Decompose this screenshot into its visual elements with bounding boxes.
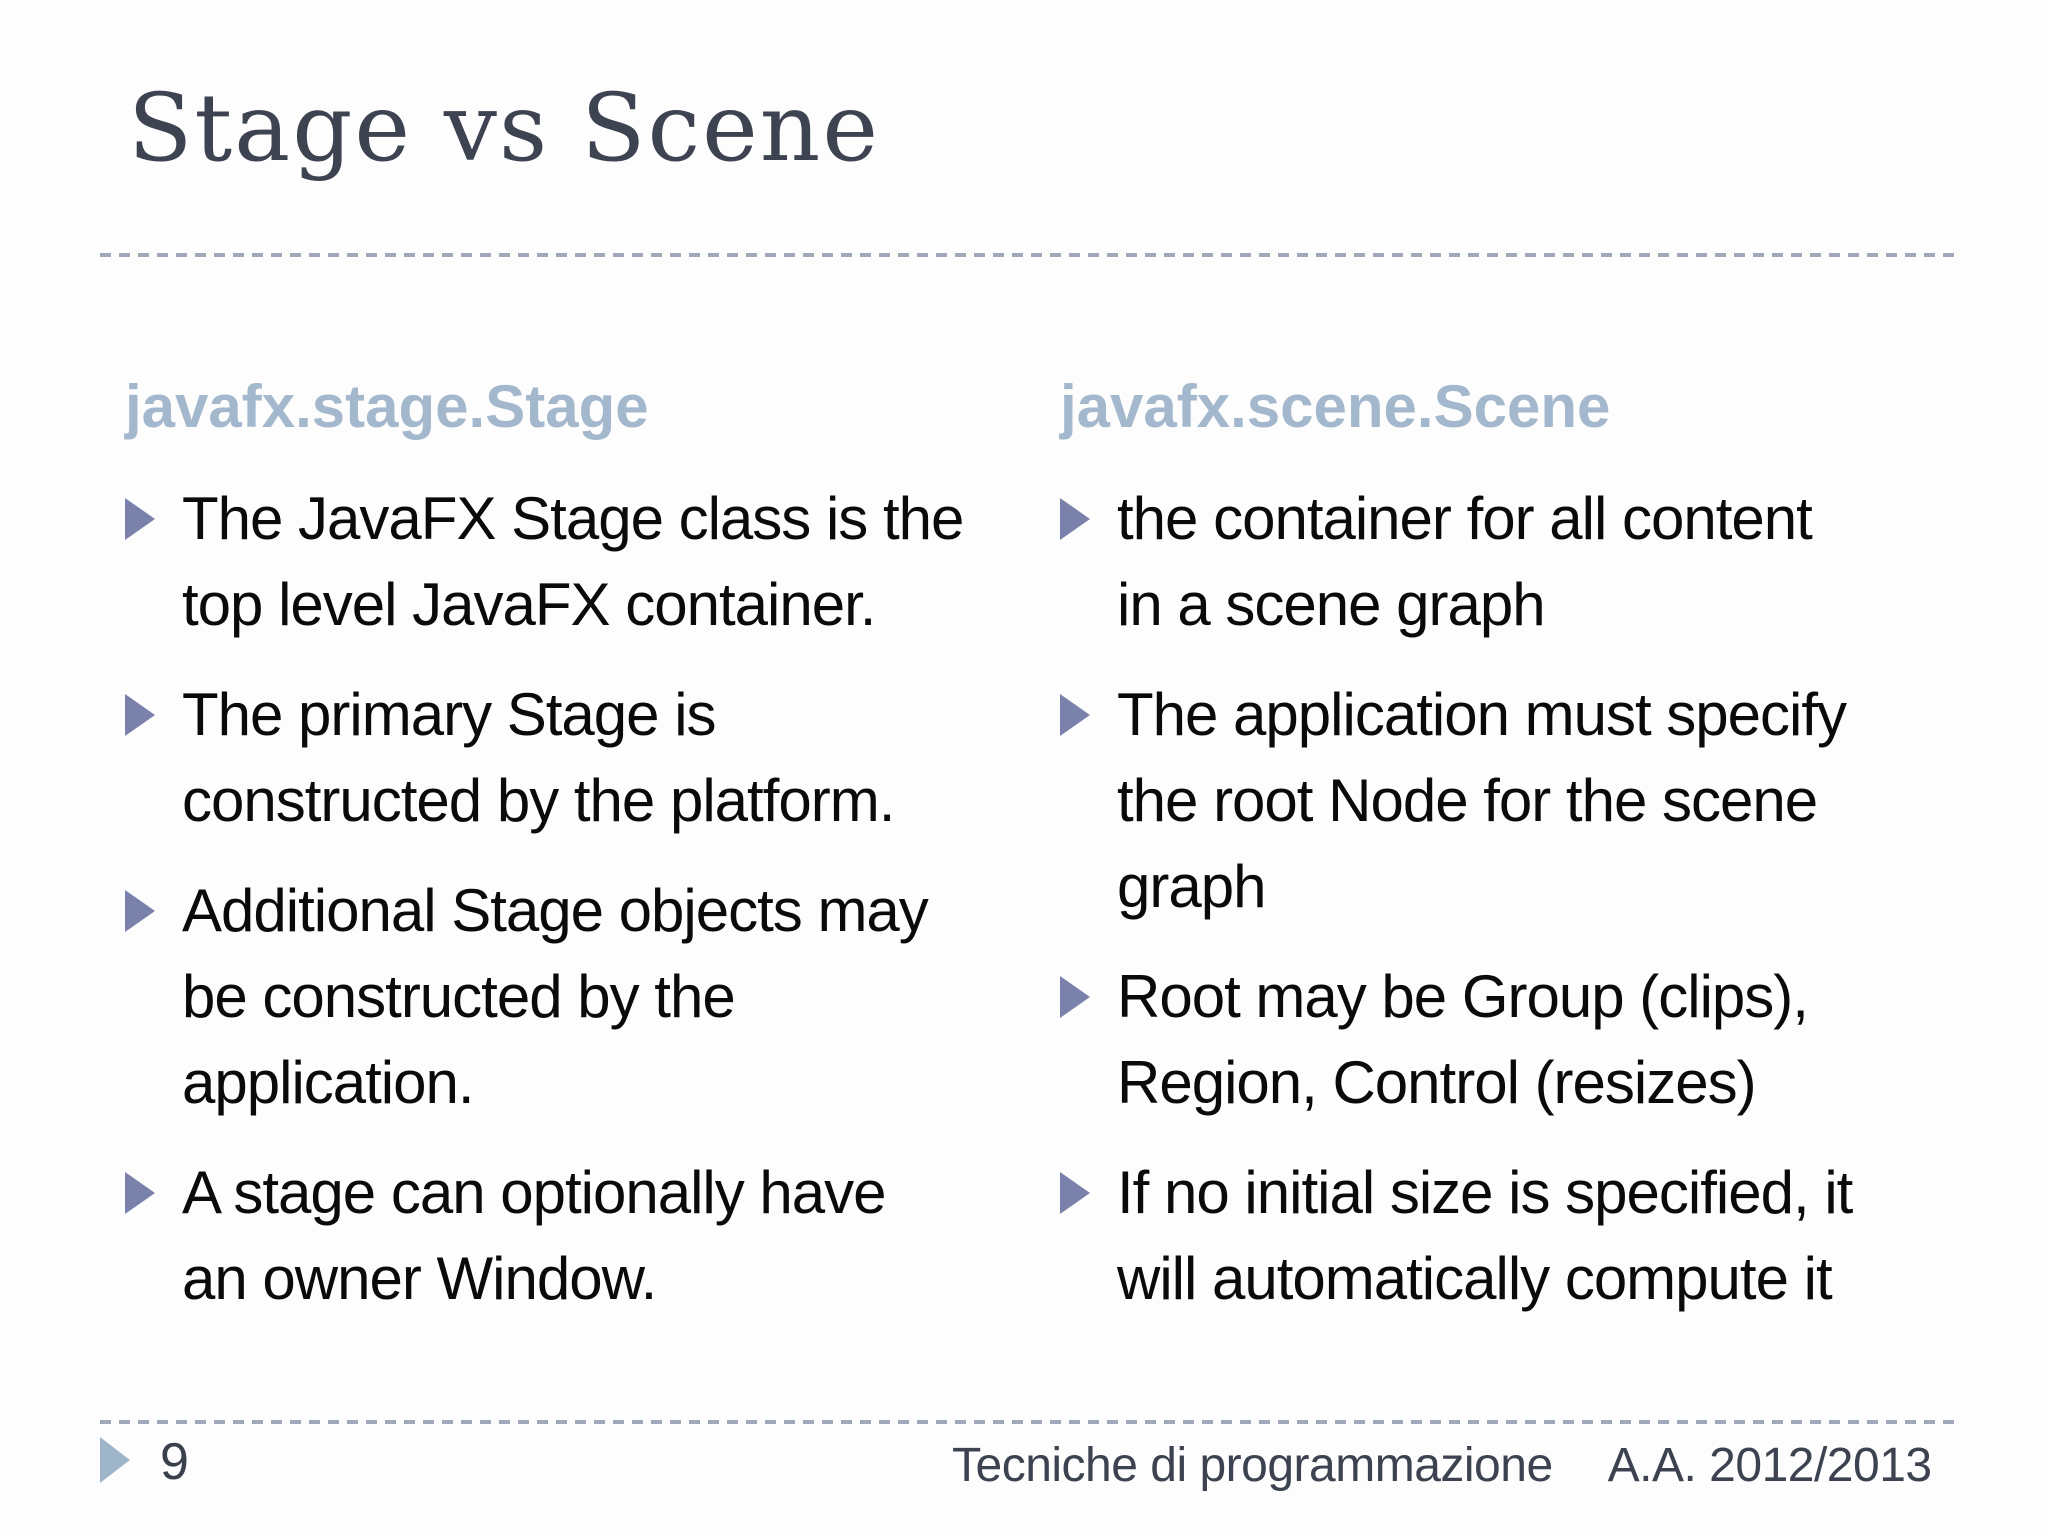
bullet-text: A stage can optionally have an owner Win… xyxy=(182,1159,887,1312)
column-stage: javafx.stage.Stage The JavaFX Stage clas… xyxy=(125,372,1010,1346)
bullet-text: the container for all content in a scene… xyxy=(1117,485,1813,638)
page-marker-triangle-icon xyxy=(100,1437,130,1483)
page-number: 9 xyxy=(160,1433,189,1491)
list-item: Additional Stage objects may be construc… xyxy=(125,868,1010,1126)
scene-bullet-list: the container for all content in a scene… xyxy=(1060,476,1988,1322)
bullet-text: Root may be Group (clips), Region, Contr… xyxy=(1117,963,1809,1116)
bullet-text: The application must specify the root No… xyxy=(1117,681,1847,920)
bullet-triangle-icon xyxy=(125,1172,155,1214)
list-item: Root may be Group (clips), Region, Contr… xyxy=(1060,954,1988,1126)
list-item: the container for all content in a scene… xyxy=(1060,476,1988,648)
bullet-triangle-icon xyxy=(1060,498,1090,540)
bullet-triangle-icon xyxy=(1060,976,1090,1018)
bullet-triangle-icon xyxy=(125,694,155,736)
stage-bullet-list: The JavaFX Stage class is the top level … xyxy=(125,476,1010,1322)
list-item: The application must specify the root No… xyxy=(1060,672,1988,930)
bullet-triangle-icon xyxy=(125,498,155,540)
footer-divider xyxy=(100,1420,1960,1424)
bullet-text: Additional Stage objects may be construc… xyxy=(182,877,929,1116)
footer: Tecniche di programmazione A.A. 2012/201… xyxy=(952,1438,1932,1493)
title-divider xyxy=(100,253,1960,257)
bullet-text: If no initial size is specified, it will… xyxy=(1117,1159,1853,1312)
bullet-text: The primary Stage is constructed by the … xyxy=(182,681,895,834)
column-scene-header: javafx.scene.Scene xyxy=(1060,373,1611,440)
content-columns: javafx.stage.Stage The JavaFX Stage clas… xyxy=(125,372,1988,1346)
list-item: The primary Stage is constructed by the … xyxy=(125,672,1010,844)
footer-year: A.A. 2012/2013 xyxy=(1607,1439,1932,1492)
column-scene: javafx.scene.Scene the container for all… xyxy=(1060,372,1988,1346)
footer-course: Tecniche di programmazione xyxy=(952,1439,1553,1492)
page-title: Stage vs Scene xyxy=(128,74,880,183)
list-item: If no initial size is specified, it will… xyxy=(1060,1150,1988,1322)
bullet-triangle-icon xyxy=(125,890,155,932)
bullet-triangle-icon xyxy=(1060,694,1090,736)
bullet-text: The JavaFX Stage class is the top level … xyxy=(182,485,964,638)
list-item: The JavaFX Stage class is the top level … xyxy=(125,476,1010,648)
column-stage-header: javafx.stage.Stage xyxy=(125,373,649,440)
bullet-triangle-icon xyxy=(1060,1172,1090,1214)
list-item: A stage can optionally have an owner Win… xyxy=(125,1150,1010,1322)
